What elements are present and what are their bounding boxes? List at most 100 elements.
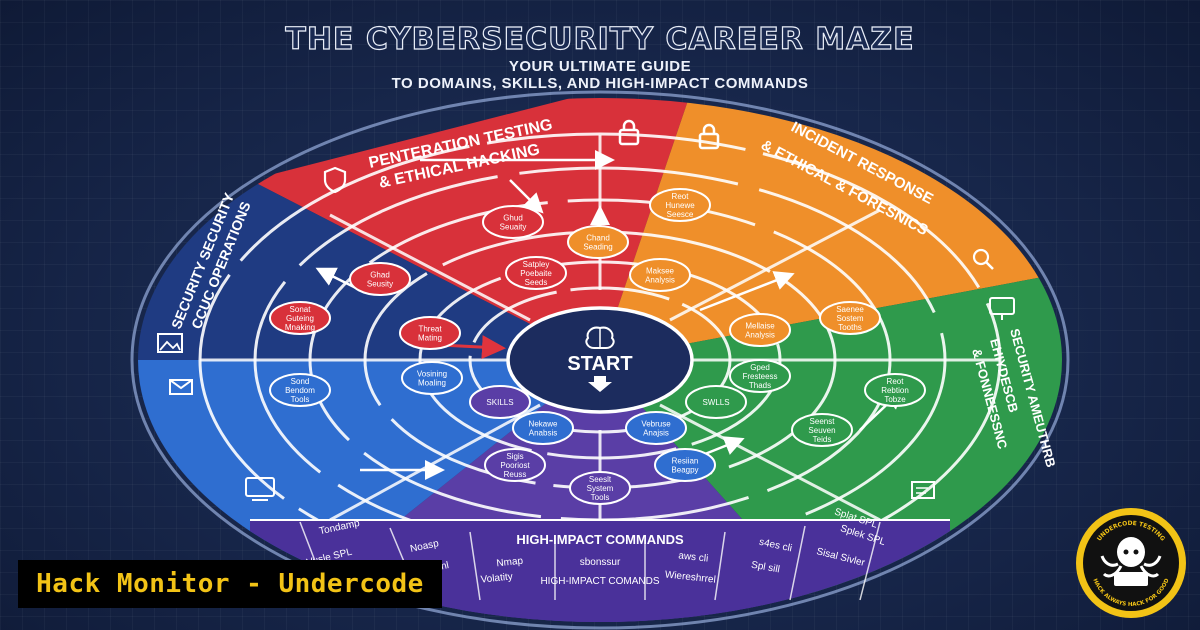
maze-node-n16[interactable]: SKILLS (469, 385, 531, 419)
maze-node-label: Pooriost (500, 461, 530, 470)
maze-node-label: Teids (813, 435, 832, 444)
maze-node-n17[interactable]: SWLLS (685, 385, 747, 419)
maze-node-label: Threat (418, 325, 442, 334)
maze-node-label: SWLLS (702, 398, 729, 407)
maze-node-label: Beagpy (671, 466, 698, 475)
maze-node-label: Mating (418, 334, 442, 343)
maze-node-shape (484, 448, 546, 482)
maze-node-label: Seeslt (589, 475, 612, 484)
document-icon (911, 481, 935, 499)
maze-node-label: Vebruse (641, 420, 671, 429)
command-divider (469, 531, 481, 601)
command-divider (714, 531, 726, 601)
maze-node-label: Tooths (838, 323, 862, 332)
maze-node-shape (269, 373, 331, 407)
brain-icon (585, 326, 615, 349)
maze-node-label: SKILLS (486, 398, 513, 407)
maze-node-label: Sond (291, 377, 310, 386)
command-c5[interactable]: sbonssur (580, 557, 621, 568)
maze-node-label: Sostem (836, 314, 863, 323)
maze-node-label: Tobze (884, 395, 906, 404)
monitor-icon (245, 477, 275, 501)
maze-node-label: Saenee (836, 305, 864, 314)
maze-node-shape (685, 385, 747, 419)
maze-node-shape (401, 361, 463, 395)
maze-node-label: Nekawe (529, 420, 558, 429)
undercode-badge: UNDERCODE TESTING HACK ALWAYS HACK FOR G… (1076, 508, 1186, 618)
command-c7[interactable]: aws cli (678, 550, 709, 564)
command-c3[interactable]: Nmap (496, 556, 524, 570)
maze-node-shape (512, 411, 574, 445)
maze-node-label: Moaling (418, 379, 446, 388)
envelope-icon (169, 379, 193, 395)
maze-node-label: Reot (672, 192, 690, 201)
maze-node-shape (569, 471, 631, 505)
maze-node-shape (629, 258, 691, 292)
sector-pentest (250, 98, 700, 360)
maze-node-label: Seuaity (500, 223, 527, 232)
maze-node-label: Gped (750, 363, 770, 372)
maze-node-label: Seusity (367, 280, 393, 289)
start-label: START (567, 353, 632, 375)
page-subtitle-line2: TO DOMAINS, SKILLS, AND HIGH-IMPACT COMM… (391, 75, 809, 92)
start-circle[interactable] (506, 306, 694, 414)
maze-node-label: Fresteess (742, 372, 777, 381)
page-subtitle-line1: YOUR ULTIMATE GUIDE (508, 58, 692, 75)
maze-nodes: GhudSeuaityChandSeadingSatpleyPoebaiteSe… (269, 188, 926, 505)
shield-icon (323, 166, 347, 194)
maze-node-label: Ghud (503, 214, 523, 223)
maze-node-shape (482, 205, 544, 239)
command-c15[interactable]: Spl sill (750, 560, 780, 576)
maze-node-label: Tools (591, 493, 610, 502)
command-c8[interactable]: Wiereshrrel (664, 569, 716, 585)
maze-node-shape (625, 411, 687, 445)
commands-title: HIGH-IMPACT COMMANDS (516, 532, 684, 547)
outer-ring (130, 90, 1070, 630)
brand-label: Hack Monitor - Undercode (18, 560, 442, 608)
maze-node-label: Poebaite (520, 269, 552, 278)
octopus-icon (1100, 537, 1162, 586)
maze-node-label: Chand (586, 234, 610, 243)
maze-node-label: Mnaking (285, 323, 315, 332)
maze-node-label: Mellaise (745, 322, 775, 331)
maze-node-label: Sonat (290, 305, 312, 314)
maze-node-label: Satpley (523, 260, 550, 269)
maze-node-label: Anajsis (643, 429, 669, 438)
maze-node-label: Seeds (525, 278, 548, 287)
image-icon (157, 333, 183, 353)
maze-node-label: Rebtion (881, 386, 909, 395)
command-divider (789, 525, 806, 601)
maze-node-label: Seuven (808, 426, 835, 435)
maze-node-shape (649, 188, 711, 222)
command-c4[interactable]: Volatity (480, 571, 513, 585)
maze-node-label: Analysis (745, 331, 775, 340)
maze-node-shape (729, 313, 791, 347)
command-c6[interactable]: HIGH-IMPACT COMANDS (540, 576, 659, 587)
lock-icon (618, 119, 640, 146)
maze-node-shape (269, 301, 331, 335)
lock-icon (698, 123, 720, 150)
maze-node-shape (654, 448, 716, 482)
maze-node-label: Tools (291, 395, 310, 404)
